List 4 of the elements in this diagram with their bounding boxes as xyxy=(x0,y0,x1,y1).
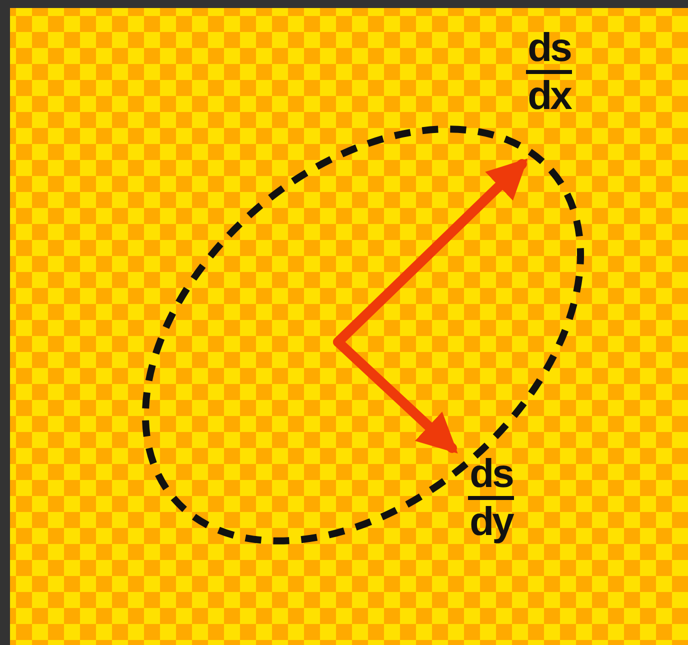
numerator-text: ds xyxy=(470,452,512,496)
denominator-text: dx xyxy=(528,74,570,118)
numerator-text: ds xyxy=(528,26,570,70)
denominator-text: dy xyxy=(470,500,512,544)
